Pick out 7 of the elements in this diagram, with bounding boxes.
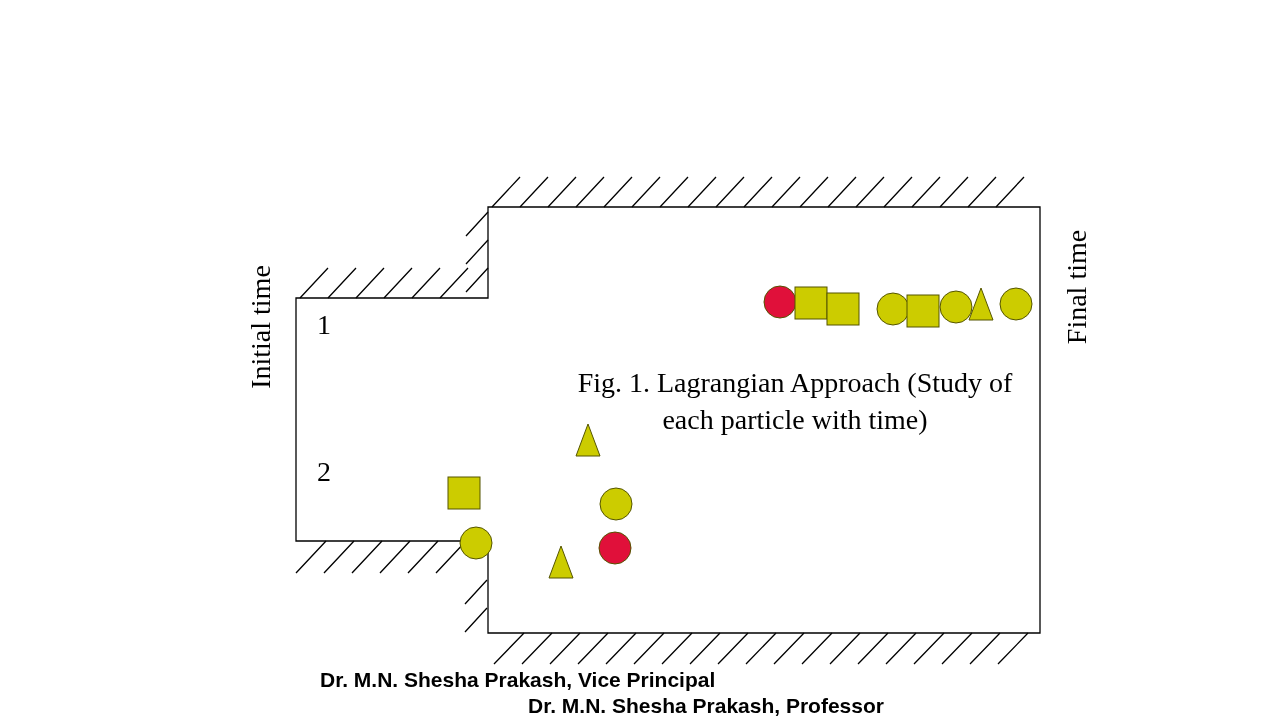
section-number: 2 bbox=[317, 456, 331, 488]
figure-caption: Fig. 1. Lagrangian Approach (Study of each particle with time) bbox=[576, 366, 1014, 437]
axis-label: Initial time bbox=[244, 265, 277, 389]
author-credit: Dr. M.N. Shesha Prakash, Professor bbox=[528, 694, 884, 717]
axis-label: Final time bbox=[1061, 229, 1094, 345]
author-credit: Dr. M.N. Shesha Prakash, Vice Principal bbox=[320, 668, 716, 691]
section-number: 1 bbox=[317, 309, 331, 341]
